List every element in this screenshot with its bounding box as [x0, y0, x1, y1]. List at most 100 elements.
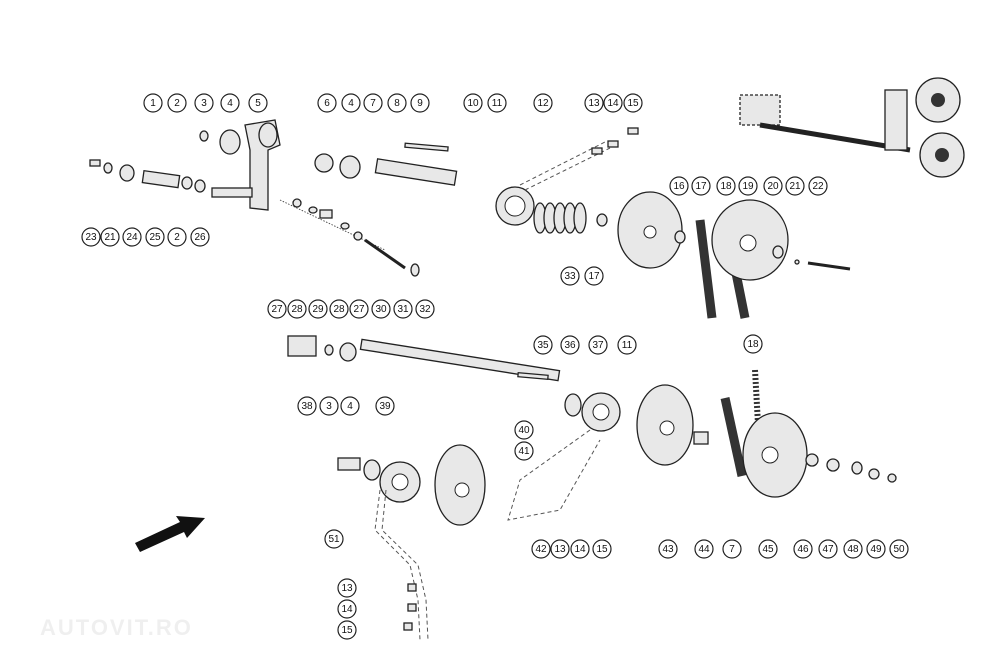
callout-circle — [349, 299, 369, 319]
callout-number: 30 — [375, 304, 387, 315]
callout-part-11: 11 — [617, 335, 637, 355]
callout-part-19: 19 — [738, 176, 758, 196]
callout-circle — [584, 266, 604, 286]
callout-circle — [324, 529, 344, 549]
callout-circle — [818, 539, 838, 559]
callout-part-1: 1 — [143, 93, 163, 113]
callout-number: 14 — [574, 544, 586, 555]
callout-number: 12 — [537, 98, 549, 109]
callout-part-7: 7 — [363, 93, 383, 113]
callout-circle — [694, 539, 714, 559]
callout-part-32: 32 — [415, 299, 435, 319]
callout-part-35: 35 — [533, 335, 553, 355]
callout-number: 25 — [149, 232, 161, 243]
callout-number: 49 — [870, 544, 882, 555]
callout-circle — [463, 93, 483, 113]
callout-part-29: 29 — [308, 299, 328, 319]
callout-number: 4 — [347, 401, 353, 412]
callout-number: 36 — [564, 340, 576, 351]
callout-number: 1 — [150, 98, 156, 109]
callout-part-9: 9 — [410, 93, 430, 113]
callout-number: 42 — [535, 544, 547, 555]
callout-circle — [167, 93, 187, 113]
callout-part-47: 47 — [818, 539, 838, 559]
callout-circle — [319, 396, 339, 416]
callout-circle — [617, 335, 637, 355]
callout-circle — [588, 335, 608, 355]
callout-circle — [560, 335, 580, 355]
callout-number: 50 — [893, 544, 905, 555]
callout-number: 4 — [227, 98, 233, 109]
callout-number: 5 — [255, 98, 261, 109]
callout-circle — [866, 539, 886, 559]
callout-number: 33 — [564, 271, 576, 282]
callout-part-10: 10 — [463, 93, 483, 113]
callout-part-33: 33 — [560, 266, 580, 286]
callout-part-4: 4 — [340, 396, 360, 416]
callout-part-15: 15 — [337, 620, 357, 640]
callout-number: 24 — [126, 232, 138, 243]
callout-number: 2 — [174, 232, 180, 243]
callout-number: 23 — [85, 232, 97, 243]
callout-number: 6 — [324, 98, 330, 109]
callout-number: 31 — [397, 304, 409, 315]
callout-circle — [785, 176, 805, 196]
callout-part-3: 3 — [194, 93, 214, 113]
callout-number: 17 — [588, 271, 600, 282]
callout-circle — [808, 176, 828, 196]
callout-number: 40 — [518, 425, 530, 436]
callout-number: 28 — [333, 304, 345, 315]
callout-part-6: 6 — [317, 93, 337, 113]
callout-number: 13 — [588, 98, 600, 109]
callout-part-13: 13 — [550, 539, 570, 559]
callout-number: 13 — [341, 583, 353, 594]
callout-number: 18 — [720, 181, 732, 192]
callout-number: 19 — [742, 181, 754, 192]
callout-part-37: 37 — [588, 335, 608, 355]
callout-part-2: 2 — [167, 227, 187, 247]
callout-circle — [514, 441, 534, 461]
callout-part-46: 46 — [793, 539, 813, 559]
callout-circle — [341, 93, 361, 113]
callout-part-28: 28 — [329, 299, 349, 319]
callout-part-41: 41 — [514, 441, 534, 461]
callout-number: 3 — [201, 98, 207, 109]
callout-part-43: 43 — [658, 539, 678, 559]
callout-circle — [487, 93, 507, 113]
callout-circle — [793, 539, 813, 559]
callout-circle — [592, 539, 612, 559]
callout-number: 4 — [348, 98, 354, 109]
callout-number: 8 — [394, 98, 400, 109]
callout-number: 21 — [104, 232, 116, 243]
callout-part-38: 38 — [297, 396, 317, 416]
callout-circle — [308, 299, 328, 319]
callout-number: 15 — [627, 98, 639, 109]
callout-number: 41 — [518, 446, 530, 457]
callout-circle — [410, 93, 430, 113]
callout-part-14: 14 — [603, 93, 623, 113]
callout-number: 22 — [812, 181, 824, 192]
callout-part-30: 30 — [371, 299, 391, 319]
callout-circle — [716, 176, 736, 196]
callout-part-14: 14 — [570, 539, 590, 559]
callout-number: 45 — [762, 544, 774, 555]
callout-circle — [393, 299, 413, 319]
callout-number: 2 — [174, 98, 180, 109]
callout-circle — [843, 539, 863, 559]
callout-circle — [531, 539, 551, 559]
callout-part-39: 39 — [375, 396, 395, 416]
callout-circle — [623, 93, 643, 113]
callout-circle — [329, 299, 349, 319]
callout-circle — [81, 227, 101, 247]
callout-part-2: 2 — [167, 93, 187, 113]
callout-circle — [363, 93, 383, 113]
callout-circle — [603, 93, 623, 113]
callout-part-17: 17 — [691, 176, 711, 196]
callout-part-49: 49 — [866, 539, 886, 559]
lower-drive-drawing — [287, 335, 897, 641]
callout-part-16: 16 — [669, 176, 689, 196]
callout-part-4: 4 — [220, 93, 240, 113]
callout-number: 16 — [673, 181, 685, 192]
callout-number: 27 — [271, 304, 283, 315]
